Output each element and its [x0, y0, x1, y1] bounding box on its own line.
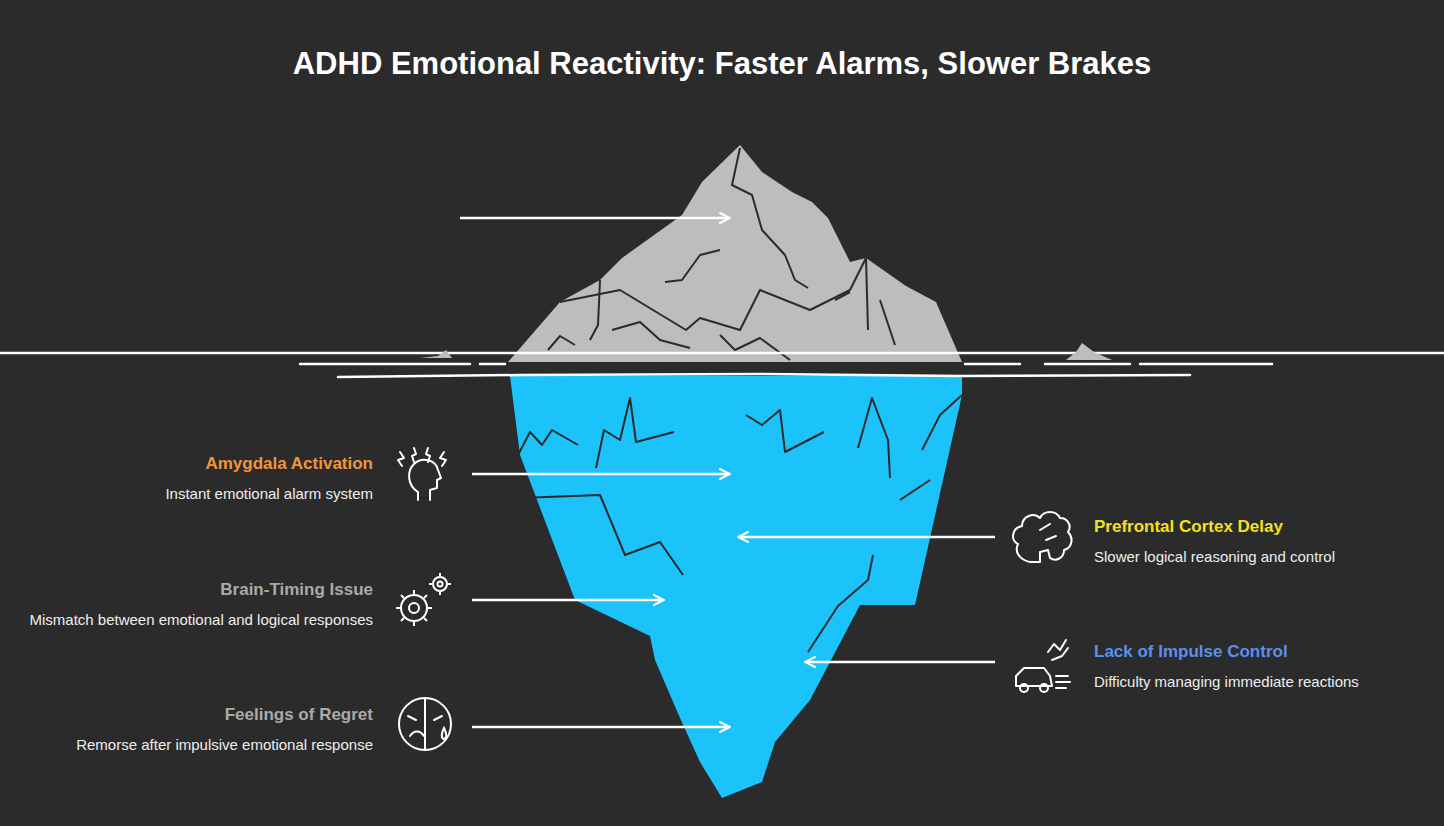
brain-icon [1013, 512, 1071, 562]
callout-description: Mismatch between emotional and logical r… [29, 610, 373, 630]
callout-label: Prefrontal Cortex DelaySlower logical re… [1094, 517, 1335, 567]
callout-label: Amygdala ActivationInstant emotional ala… [165, 454, 373, 504]
callout-label: Brain-Timing IssueMismatch between emoti… [29, 580, 373, 630]
head-alarm-icon [398, 448, 446, 500]
callout-heading: Prefrontal Cortex Delay [1094, 517, 1335, 537]
callout-heading: Brain-Timing Issue [29, 580, 373, 600]
callout-heading: Lack of Impulse Control [1094, 642, 1359, 662]
water-line [0, 353, 1444, 377]
small-ice-floes [420, 343, 1112, 360]
callout-description: Instant emotional alarm system [165, 484, 373, 504]
car-crash-icon [1016, 640, 1070, 692]
callout-label: Lack of Impulse ControlDifficulty managi… [1094, 642, 1359, 692]
iceberg-tip [508, 145, 962, 362]
gears-icon [396, 573, 451, 626]
diagram-title: ADHD Emotional Reactivity: Faster Alarms… [0, 44, 1444, 84]
callout-heading: Amygdala Activation [165, 454, 373, 474]
callout-heading: Feelings of Regret [76, 705, 373, 725]
callout-label: Feelings of RegretRemorse after impulsiv… [76, 705, 373, 755]
iceberg-underwater [510, 376, 962, 798]
callout-description: Slower logical reasoning and control [1094, 547, 1335, 567]
callout-description: Difficulty managing immediate reactions [1094, 672, 1359, 692]
callout-description: Remorse after impulsive emotional respon… [76, 735, 373, 755]
iceberg-cracks [518, 148, 962, 652]
sad-face-icon [399, 698, 451, 750]
leader-arrows [460, 218, 995, 727]
